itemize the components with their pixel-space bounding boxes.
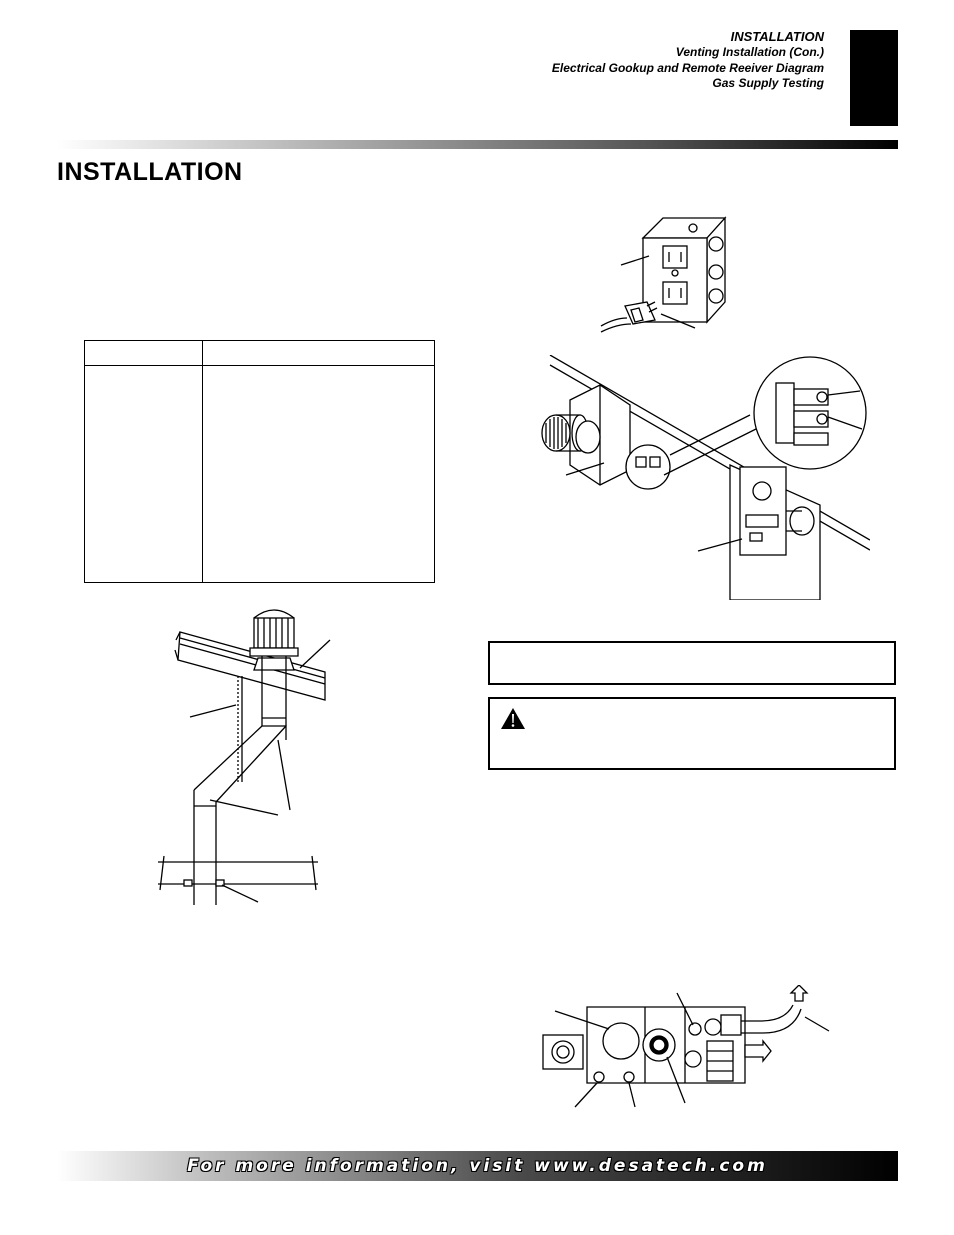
spec-table xyxy=(84,340,435,583)
footer-banner: For more information, visit www.desatech… xyxy=(57,1151,898,1181)
warning-box xyxy=(488,697,896,770)
vent-pipe-diagram xyxy=(158,609,331,905)
table-cell xyxy=(202,365,435,583)
gas-valve-diagram xyxy=(542,985,830,1108)
note-box xyxy=(488,641,896,685)
header-rule xyxy=(57,140,898,149)
header-subsection-3: Gas Supply Testing xyxy=(712,76,824,90)
table-cell xyxy=(84,365,203,583)
warning-triangle-icon xyxy=(501,708,525,729)
table-header-cell xyxy=(202,340,435,366)
header-subsection-2: Electrical Gookup and Remote Reeiver Dia… xyxy=(551,61,824,75)
outlet-diagram xyxy=(600,216,727,333)
footer-text: For more information, visit www.desatech… xyxy=(187,1156,768,1176)
section-tab xyxy=(850,30,898,126)
receiver-wiring-diagram xyxy=(541,355,870,600)
header-subsection-1: Venting Installation (Con.) xyxy=(675,45,824,59)
header-section: INSTALLATION xyxy=(730,29,824,44)
table-header-cell xyxy=(84,340,203,366)
page-title: INSTALLATION xyxy=(57,158,243,186)
